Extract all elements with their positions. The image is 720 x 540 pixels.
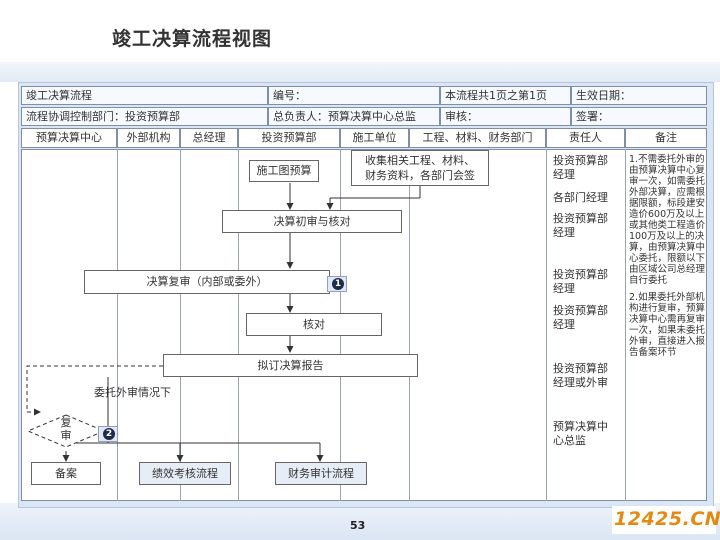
process-initial-audit: 决算初审与核对: [222, 210, 402, 233]
lane-divider: [180, 149, 181, 501]
col-header-budget-center: 预算决算中心: [21, 128, 117, 148]
col-header-general-manager: 总经理: [180, 128, 238, 148]
remark-2: 2.如果委托外部机构进行复审，预算决算中心需再复审一次，如果未委托外审，直接进入…: [629, 292, 706, 358]
responsible-6: 投资预算部经理或外审: [553, 362, 608, 389]
header-page-count: 本流程共1页之第1页: [440, 86, 571, 105]
process-collect-line-2: 财务资料，各部门会签: [365, 169, 475, 182]
responsible-1: 投资预算部经理: [553, 154, 608, 181]
col-header-remarks: 备注: [625, 128, 707, 148]
col-header-responsible: 责任人: [546, 128, 625, 148]
responsible-2: 各部门经理: [553, 191, 608, 204]
process-collect-line-1: 收集相关工程、材料、: [365, 154, 475, 167]
step-badge-2: 2: [98, 426, 118, 442]
lane-divider: [238, 149, 239, 501]
title-band: [0, 62, 720, 82]
remarks-text: 1.不需委托外审的由预算决算中心复审一次，如需委托外部决算，应需根据限额，标段建…: [629, 154, 705, 358]
header-review: 审核：: [440, 107, 571, 126]
lane-divider: [546, 149, 547, 501]
header-chief-owner: 总负责人：预算决算中心总监: [268, 107, 440, 126]
page-title: 竣工决算流程视图: [112, 28, 273, 50]
col-header-contractor: 施工单位: [340, 128, 409, 148]
dashed-entrust-path: [26, 365, 163, 412]
decision-text-2: 审: [60, 429, 72, 442]
process-draft-report: 拟订决算报告: [163, 354, 418, 377]
process-financial-audit: 财务审计流程: [275, 462, 367, 485]
process-record: 备案: [31, 462, 101, 485]
process-verify: 核对: [246, 313, 382, 336]
watermark-logo: 12425.CN: [612, 506, 720, 534]
process-re-audit: 决算复审（内部或委外）: [84, 270, 330, 294]
decision-re-audit: 复 审: [58, 416, 74, 442]
col-header-investment-dept: 投资预算部: [238, 128, 340, 148]
header-coordinating-dept: 流程协调控制部门：投资预算部: [21, 107, 268, 126]
lane-divider: [625, 149, 626, 501]
decision-diamond: [26, 414, 106, 448]
lane-divider: [409, 149, 410, 501]
responsible-3: 投资预算部经理: [553, 212, 608, 239]
remark-1: 1.不需委托外审的由预算决算中心复审一次，如需委托外部决算，应需根据限额，标段建…: [629, 154, 706, 286]
footer-band: [0, 503, 720, 540]
step-badge-1: 1: [327, 276, 347, 292]
responsible-5: 投资预算部经理: [553, 304, 608, 331]
header-process-name: 竣工决算流程: [21, 86, 268, 105]
header-number: 编号：: [268, 86, 440, 105]
process-construction-budget: 施工图预算: [249, 160, 319, 182]
process-collect-materials: 收集相关工程、材料、 财务资料，各部门会签: [351, 150, 489, 186]
responsible-7: 预算决算中心总监: [553, 420, 608, 447]
page-number: 53: [350, 519, 366, 532]
header-signature: 签署：: [571, 107, 707, 126]
decision-text-1: 复: [60, 416, 72, 429]
header-effective-date: 生效日期：: [571, 86, 707, 105]
lane-divider: [117, 149, 118, 501]
responsible-4: 投资预算部经理: [553, 268, 608, 295]
col-header-departments: 工程、材料、财务部门: [409, 128, 546, 148]
process-performance-review: 绩效考核流程: [139, 462, 231, 485]
col-header-external-agency: 外部机构: [117, 128, 180, 148]
entrust-external-label: 委托外审情况下: [94, 386, 171, 399]
